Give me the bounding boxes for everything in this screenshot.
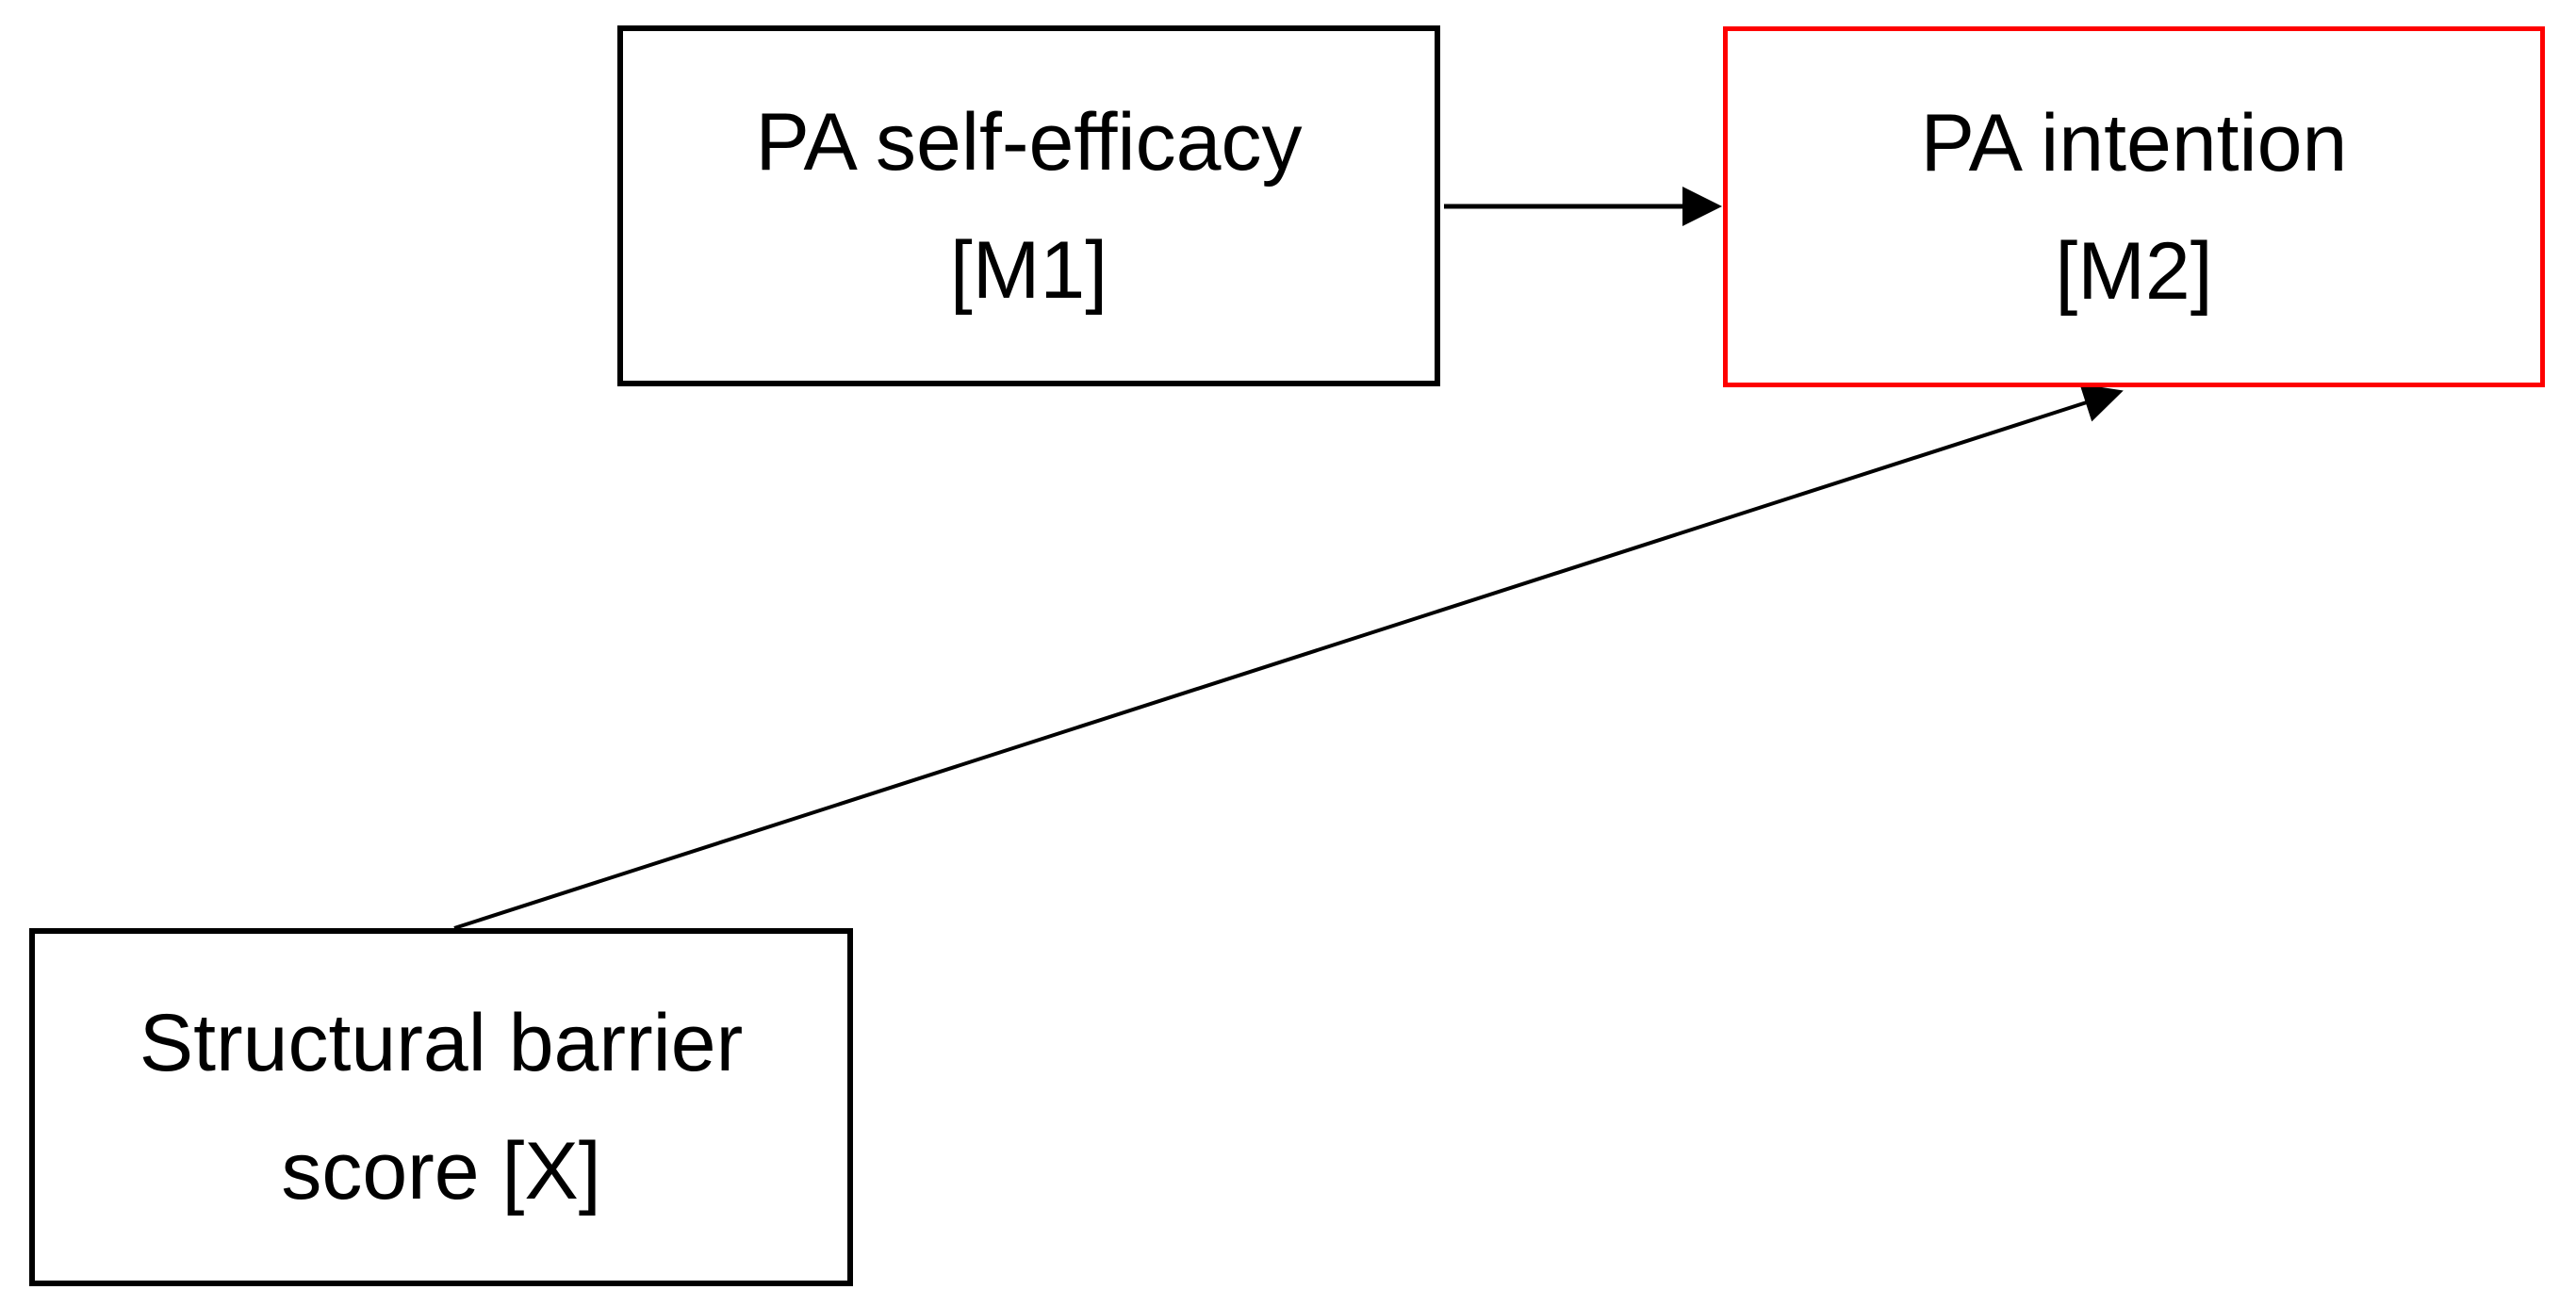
node-pa-self-efficacy-line2: [M1] bbox=[949, 224, 1108, 316]
node-pa-intention-line1: PA intention bbox=[1920, 97, 2348, 188]
node-pa-intention: PA intention [M2] bbox=[1723, 26, 2545, 387]
arrow-x-to-m2 bbox=[453, 384, 2124, 930]
node-pa-self-efficacy-line1: PA self-efficacy bbox=[755, 96, 1303, 188]
node-structural-barrier-score-line1: Structural barrier bbox=[139, 998, 744, 1088]
node-pa-intention-line2: [M2] bbox=[2055, 225, 2213, 317]
node-structural-barrier-score-line2: score [X] bbox=[281, 1126, 601, 1216]
node-structural-barrier-score: Structural barrier score [X] bbox=[29, 928, 853, 1286]
node-pa-self-efficacy: PA self-efficacy [M1] bbox=[617, 25, 1440, 386]
